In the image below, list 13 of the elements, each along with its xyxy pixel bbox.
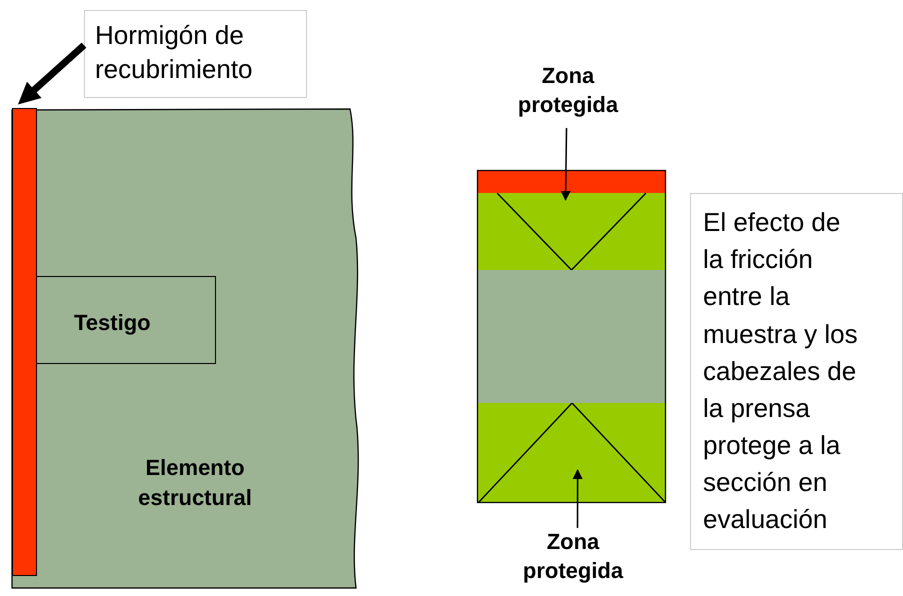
- triangle-zone: [478, 403, 666, 503]
- zone-label: Zona protegida: [493, 62, 643, 128]
- arrow: [18, 42, 86, 105]
- note-box: El efecto de la fricción entre la muestra y los cabezales de la prensa protege a la sección en evaluación: [690, 193, 903, 550]
- core-sample-box: Testigo: [36, 276, 216, 364]
- callout-box: Hormigón de recubrimiento: [84, 10, 307, 98]
- cover-concrete-strip: [12, 108, 37, 576]
- structural-element: [10, 108, 360, 590]
- arrow: [560, 128, 571, 201]
- zone-label: Zona protegida: [498, 528, 648, 594]
- triangle-zone: [497, 193, 646, 270]
- element-label: Elemento estructural: [137, 454, 253, 512]
- arrow: [572, 469, 583, 528]
